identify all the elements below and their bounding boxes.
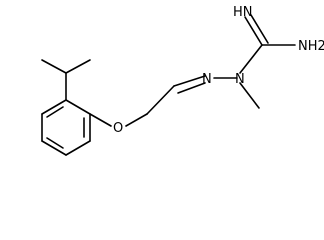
bond-isopropyl-left-methyl <box>41 59 67 74</box>
atom-label-azomethine-n: N <box>202 72 212 87</box>
atom-label-ether-o: O <box>113 121 123 136</box>
bond-ring-to-oxygen <box>89 113 112 127</box>
bond-isopropyl-right-methyl <box>65 59 91 74</box>
structure-canvas: HN NH2 N N O <box>41 5 324 156</box>
bond-ring-inner-3 <box>46 106 64 118</box>
bond-ring-inner-2 <box>46 137 64 149</box>
atom-label-nh2: NH2 <box>298 39 324 54</box>
bond-ring-1 <box>65 99 91 115</box>
molecule-diagram: HN NH2 N N O <box>41 5 324 156</box>
bond-ch-n-double-2 <box>177 82 206 94</box>
bond-ch-n-double-1 <box>173 75 206 87</box>
bond-ring-3 <box>65 140 91 156</box>
bond-amidine-to-nh-1 <box>244 16 263 46</box>
bond-oxygen-to-ch2 <box>125 113 148 127</box>
atom-label-hn: HN <box>233 5 253 20</box>
bond-ring-6 <box>41 99 67 115</box>
bond-ring-4 <box>41 140 67 156</box>
bond-amidine-to-nh-2 <box>250 14 269 44</box>
bond-ch2-to-ch <box>146 85 175 115</box>
bond-n-to-amidine-carbon <box>239 44 263 74</box>
atom-label-hydrazine-n: N <box>235 72 245 87</box>
bond-n-methyl <box>239 82 260 109</box>
